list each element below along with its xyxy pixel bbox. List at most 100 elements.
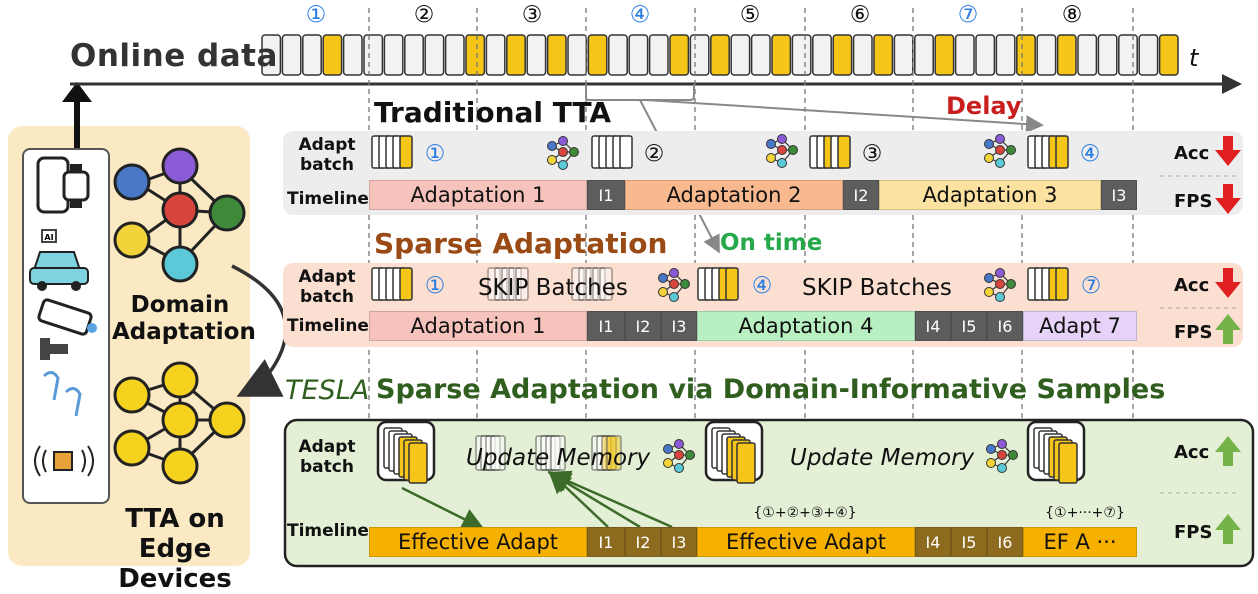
data-sample-cell [608, 34, 628, 76]
model-mini-icon [658, 268, 690, 302]
data-sample-cell [832, 34, 853, 76]
model-mini-icon [766, 134, 798, 168]
data-sample-cell [404, 34, 424, 76]
model-mini-icon [984, 134, 1016, 168]
data-sample-cell [812, 34, 832, 76]
data-sample-cell [1097, 34, 1118, 76]
data-sample-cell [485, 34, 506, 76]
data-sample-cell [852, 34, 873, 76]
data-sample-cell [526, 34, 547, 76]
data-sample-cell [975, 34, 996, 76]
sparse-title: Sparse Adaptation [374, 227, 668, 260]
batch-stack [1026, 420, 1086, 484]
batch-number: ③ [521, 2, 543, 28]
trad-batch-1: ① [424, 141, 446, 167]
batch-stack [809, 135, 851, 169]
svg-text:AI: AI [44, 233, 53, 242]
inference-bar: I2 [625, 311, 661, 341]
trad-batch-4: ④ [1079, 141, 1101, 167]
data-sample-cell [771, 34, 792, 76]
data-sample-cell [669, 34, 690, 76]
time-label: t [1189, 44, 1199, 72]
tesla-title: Sparse Adaptation via Domain-Informative… [376, 374, 1166, 405]
skip-batches-1: SKIP Batches [478, 275, 628, 301]
sum-label-2: {①+···+⑦} [1045, 505, 1125, 521]
delay-label: Delay [946, 92, 1022, 120]
autonomous-car-icon: AI [29, 229, 89, 291]
online-data-label: Online data [70, 38, 278, 74]
sparse-batch-1: ① [424, 273, 446, 299]
model-mini-icon [984, 268, 1016, 302]
sparse-batch-4: ④ [751, 273, 773, 299]
data-sample-cell [648, 34, 669, 76]
edge-title-line2: Edge Devices [118, 534, 232, 594]
data-sample-cell [1118, 34, 1138, 76]
inference-bar: I2 [625, 527, 661, 557]
data-sample-cell [444, 34, 465, 76]
trad-adapt-batch-label: Adapt batch [289, 135, 365, 175]
neural-network-adapted [113, 361, 246, 485]
data-sample-cell [546, 34, 567, 76]
data-sample-cell [424, 34, 445, 76]
trad-batch-2: ② [643, 141, 665, 167]
down-arrow-icon [1215, 136, 1241, 166]
batch-number: ⑦ [957, 2, 979, 28]
tesla-acc-label: Acc [1174, 442, 1210, 463]
trad-timeline-label: Timeline [287, 189, 369, 209]
trad-batch-3: ③ [861, 141, 883, 167]
data-sample-cell [1056, 34, 1077, 76]
adaptation-bar: EF A ··· [1023, 527, 1137, 557]
data-sample-cell [730, 34, 751, 76]
sum-label-1: {①+②+③+④} [753, 505, 857, 521]
inference-bar: I5 [951, 527, 987, 557]
batch-stack [487, 267, 529, 301]
domain-line2: Adaptation [112, 319, 256, 345]
tesla-prefix: TESLA [285, 375, 370, 406]
adaptation-bar: Adaptation 3 [879, 180, 1101, 210]
inference-bar: I3 [1101, 180, 1137, 210]
batch-number: ⑤ [739, 2, 761, 28]
update-memory-2: Update Memory [790, 445, 975, 471]
inference-bar: I6 [987, 311, 1023, 341]
data-sample-cell [1036, 34, 1057, 76]
batch-stack [571, 267, 613, 301]
time-axis [70, 74, 1242, 94]
adaptation-bar: Adapt 7 [1023, 311, 1137, 341]
down-arrow-icon [1215, 268, 1241, 298]
sparse-fps-label: FPS [1174, 322, 1213, 343]
inference-bar: I1 [587, 180, 625, 210]
data-sample-cell [506, 34, 526, 76]
data-sample-cell [1158, 34, 1179, 76]
adaptation-bar: Adaptation 4 [697, 311, 915, 341]
data-sample-cell [383, 34, 404, 76]
batch-stack [591, 135, 633, 169]
data-sample-cell [750, 34, 771, 76]
inference-bar: I2 [843, 180, 879, 210]
adaptation-bar: Effective Adapt [697, 527, 915, 557]
tesla-fps-label: FPS [1174, 522, 1213, 543]
trad-adapt-text: Adapt batch [298, 135, 356, 175]
batch-stack [376, 420, 436, 484]
tesla-adapt-batch-label: Adapt batch [298, 437, 356, 477]
tesla-timeline-label: Timeline [287, 521, 369, 541]
data-sample-cell [628, 34, 649, 76]
domain-adaptation-label: Domain Adaptation [112, 292, 256, 346]
iot-chip-icon [34, 445, 94, 477]
batch-number: ④ [629, 2, 651, 28]
adaptation-bar: Effective Adapt [369, 527, 587, 557]
down-arrow-icon [1215, 184, 1241, 214]
main-diagram-canvas: AI [29, 8, 1255, 568]
batch-stack [371, 267, 413, 301]
earbuds-icon [42, 371, 82, 417]
batch-stack [591, 435, 622, 471]
edge-title-line1: TTA on [125, 504, 225, 534]
ontime-label: On time [720, 230, 823, 256]
adaptation-curve-arrow [231, 264, 288, 397]
update-memory-1: Update Memory [466, 445, 651, 471]
data-sample-cell [914, 34, 934, 76]
adaptation-bar: Adaptation 2 [625, 180, 843, 210]
data-sample-cell [934, 34, 955, 76]
up-arrow-icon [1215, 514, 1241, 544]
